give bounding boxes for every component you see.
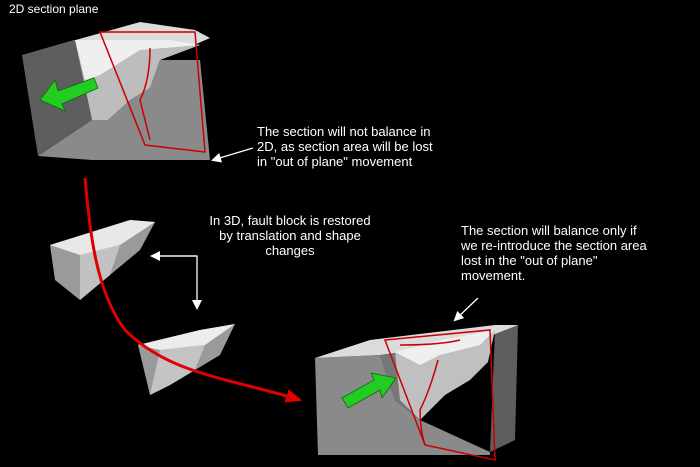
movement-arrow: [341, 372, 397, 409]
movement-arrow: [39, 77, 99, 112]
caption-line: changes: [265, 243, 315, 258]
caption-out-of-plane: The section will not balance in 2D, as s…: [257, 124, 477, 169]
restored-fault-block-2: [138, 324, 235, 395]
pointer-arrow: [211, 147, 254, 163]
pointer-arrow: [453, 297, 479, 322]
section-plane: [383, 329, 496, 461]
caption-line: lost in the "out of plane": [461, 253, 598, 268]
caption-line: in "out of plane" movement: [257, 154, 413, 169]
block-right-face: [490, 325, 518, 452]
caption-line: movement.: [461, 268, 526, 283]
section-plane: [98, 31, 206, 153]
movement-path-arrow: [83, 177, 302, 403]
diagram-title: 2D section plane: [9, 2, 99, 16]
block-top-surface: [315, 325, 518, 358]
restored-fault-block-1: [50, 220, 155, 300]
deformed-block: [22, 22, 210, 160]
caption-line: In 3D, fault block is restored: [209, 213, 371, 228]
restored-block: [315, 325, 518, 461]
caption-line: The section will not balance in: [257, 124, 431, 139]
pointer-arrow: [158, 255, 202, 310]
caption-line: we re-introduce the section area: [461, 238, 647, 253]
caption-3d-restore: In 3D, fault block is restored by transl…: [190, 213, 390, 258]
caption-line: by translation and shape: [219, 228, 361, 243]
block-front-face: [315, 355, 490, 455]
block-front-face: [38, 60, 210, 160]
caption-line: The section will balance only if: [461, 223, 637, 238]
caption-line: 2D, as section area will be lost: [257, 139, 433, 154]
caption-balance: The section will balance only if we re-i…: [461, 223, 686, 283]
